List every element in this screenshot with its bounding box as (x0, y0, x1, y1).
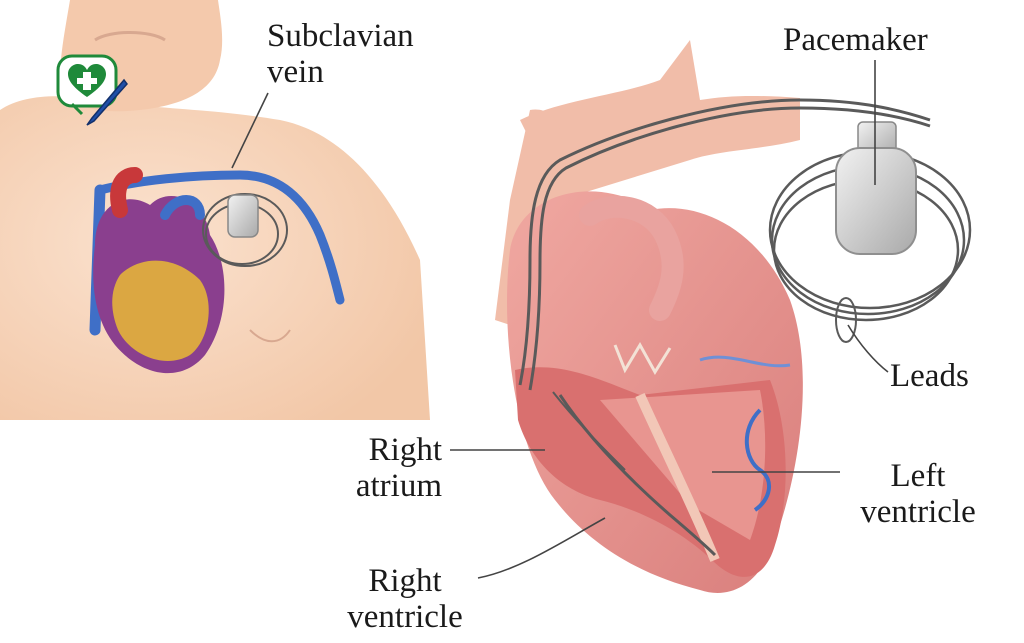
label-left-ventricle-line2: ventricle (860, 494, 976, 530)
leader-subclavian (231, 92, 269, 169)
leader-leads (847, 324, 889, 373)
lead-wires (518, 98, 931, 557)
label-right-atrium: Right atrium (322, 432, 442, 504)
leader-right-ventricle (477, 517, 606, 579)
label-subclavian-line1: Subclavian (267, 18, 414, 54)
small-heart (93, 167, 225, 374)
label-right-ventricle-line1: Right (368, 563, 442, 599)
label-left-ventricle: Left ventricle (843, 458, 993, 530)
label-leads: Leads (890, 358, 969, 394)
label-subclavian-vein: Subclavian vein (267, 18, 414, 90)
label-right-atrium-line2: atrium (355, 468, 442, 504)
leader-lines (231, 60, 889, 579)
label-right-ventricle-line2: ventricle (347, 599, 463, 635)
small-pacemaker (202, 193, 288, 267)
label-right-atrium-line1: Right (368, 432, 442, 468)
large-heart (495, 40, 803, 593)
label-right-ventricle: Right ventricle (320, 563, 490, 635)
large-pacemaker (768, 121, 972, 343)
label-pacemaker: Pacemaker (783, 22, 928, 58)
label-left-ventricle-line1: Left (890, 458, 946, 494)
label-subclavian-line2: vein (267, 54, 324, 90)
medical-heart-pen-logo-icon (52, 50, 134, 130)
